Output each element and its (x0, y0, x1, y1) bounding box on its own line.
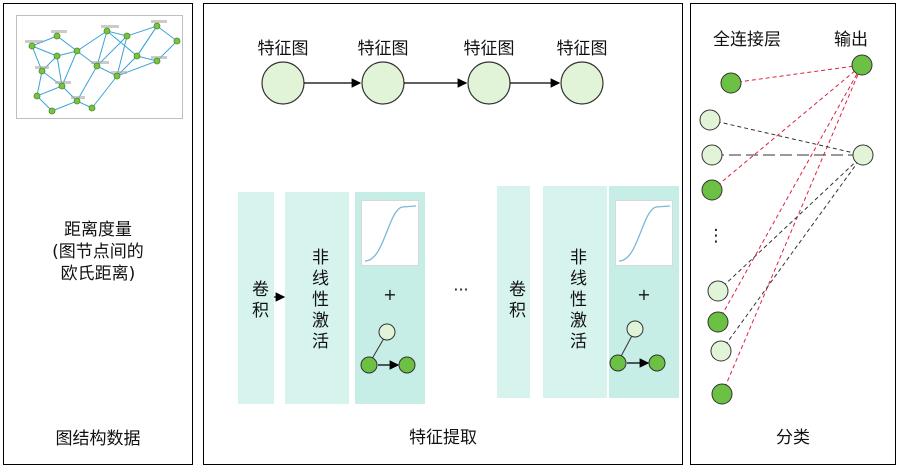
feature-map-label-2: 特征图 (357, 39, 409, 59)
distance-line-3: 欧氏距离) (60, 264, 136, 284)
feature-map-node-4 (560, 61, 604, 105)
output-node-1 (851, 54, 873, 76)
output-node-2 (852, 144, 874, 166)
sigmoid-panel-2 (615, 200, 673, 266)
fc-node-8 (711, 383, 733, 405)
sigmoid-curve-icon (618, 205, 671, 262)
feature-map-label-3: 特征图 (463, 39, 515, 59)
distance-metric-text: 距离度量 (图节点间的 欧氏距离) (4, 219, 192, 285)
fc-node-4 (701, 179, 723, 201)
plus-sign-2: + (637, 285, 651, 304)
blocks-ellipsis: ··· (453, 280, 469, 299)
node-icon (648, 354, 666, 372)
activation-column-2 (543, 186, 607, 398)
node-icon (398, 356, 416, 374)
plus-sign-1: + (383, 285, 397, 304)
conv-column-1 (238, 192, 274, 404)
fc-node-3 (701, 144, 723, 166)
output-label: 输出 (834, 30, 868, 50)
fc-vertical-ellipsis: ⋮ (707, 226, 725, 246)
fc-node-2 (699, 109, 721, 131)
graph-thumbnail (16, 15, 183, 119)
conv-label-1: 卷积 (248, 280, 268, 322)
node-icon (609, 354, 627, 372)
feature-map-label-4: 特征图 (556, 39, 608, 59)
activation-label-1: 非线性激活 (308, 248, 328, 353)
graph-thumbnail-icon (25, 20, 181, 115)
node-icon (378, 323, 396, 341)
graph-data-caption: 图结构数据 (55, 429, 141, 449)
fc-node-5 (707, 280, 729, 302)
conv-label-2: 卷积 (505, 280, 525, 322)
feature-extraction-caption: 特征提取 (409, 428, 477, 448)
sigmoid-panel-1 (361, 200, 419, 266)
node-icon (626, 320, 644, 338)
distance-line-2: (图节点间的 (52, 242, 144, 262)
node-icon (360, 356, 378, 374)
classification-caption: 分类 (776, 428, 810, 448)
conv-column-2 (497, 186, 530, 398)
activation-label-2: 非线性激活 (566, 248, 586, 353)
feature-map-label-1: 特征图 (257, 39, 309, 59)
fc-layer-label: 全连接层 (713, 30, 781, 50)
distance-line-1: 距离度量 (64, 220, 132, 240)
graph-data-panel: 距离度量 (图节点间的 欧氏距离) 图结构数据 (3, 3, 193, 465)
activation-column-1 (285, 192, 349, 404)
fc-node-7 (710, 340, 732, 362)
fc-node-6 (707, 311, 729, 333)
sigmoid-curve-icon (364, 205, 417, 262)
fc-node-1 (720, 72, 742, 94)
